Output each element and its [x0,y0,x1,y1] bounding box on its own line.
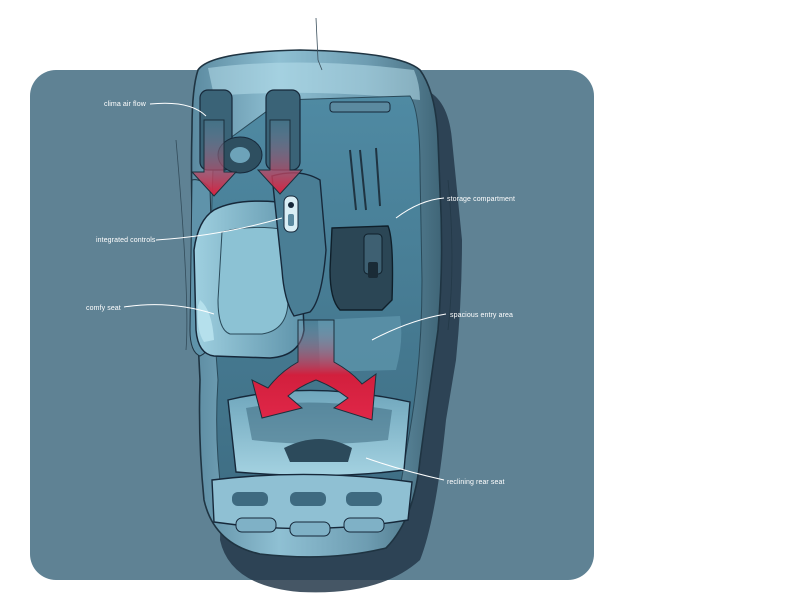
label-spacious-entry-area: spacious entry area [450,312,513,319]
bumper-pad-2 [290,492,326,506]
steering-hub [230,147,250,163]
rear-step-2 [289,521,331,537]
roof-handle [329,101,391,113]
control-switch [288,214,294,226]
label-comfy-seat: comfy seat [86,305,121,312]
bumper-pad-3 [346,492,382,506]
storage-handle [368,262,378,278]
airflow-arrow-down-icon [190,119,238,197]
airflow-arrow-down-icon [256,119,304,195]
storage-compartment [329,225,394,311]
cargo-rack-lines [349,147,381,211]
label-integrated-controls: integrated controls [96,237,156,244]
rear-step-3 [343,517,385,533]
control-knob [288,202,294,208]
label-storage-compartment: storage compartment [447,196,516,203]
leader-controls [155,217,283,241]
leader-clima [149,102,207,117]
rear-headrest [284,439,352,462]
leader-entry [371,313,447,341]
roof-highlight [208,62,420,100]
sketch-construction-lines [175,139,453,351]
leader-rear [365,457,445,481]
label-clima-air-flow: clima air flow [104,101,146,108]
airflow-arrow-split-icon [251,319,377,421]
label-reclining-rear-seat: reclining rear seat [447,479,505,486]
leader-seat [123,304,215,315]
rear-step-1 [235,517,277,533]
entry-area [318,316,402,372]
sketch-antenna [315,17,323,71]
seat-cushion [217,226,289,335]
leader-storage [395,197,445,219]
bumper-pad-1 [232,492,268,506]
